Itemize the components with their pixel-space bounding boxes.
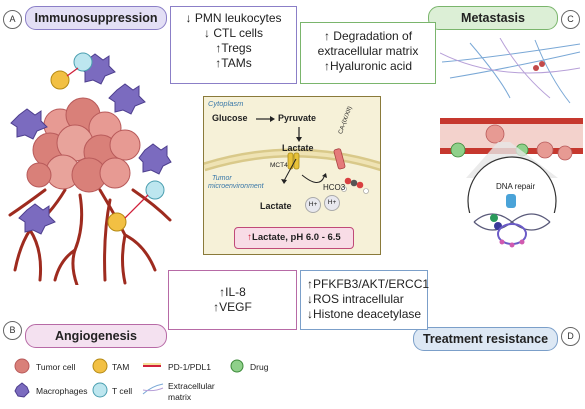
legend-tumor-cell: Tumor cell [36, 362, 76, 372]
legend-ecm-line1: Extracellular [168, 381, 215, 391]
lactate-ph-badge: ↑Lactate, pH 6.0 - 6.5 [234, 227, 354, 249]
panel-d-line-1: ↑PFKFB3/AKT/ERCC1 [307, 277, 430, 291]
lactate-ph-text: Lactate, pH 6.0 - 6.5 [252, 232, 341, 243]
panel-a-title: Immunosuppression [25, 6, 167, 30]
legend-ecm-line2: matrix [168, 392, 192, 402]
lactate-top-label: Lactate [282, 143, 314, 153]
metastasis-illustration [440, 38, 583, 213]
panel-d-line-3: ↓Histone deacetylase [307, 307, 422, 321]
panel-b-box: ↑IL-8 ↑VEGF [168, 270, 297, 330]
panel-b-title: Angiogenesis [25, 324, 167, 348]
panel-a-box: ↓ PMN leukocytes ↓ CTL cells ↑Tregs ↑TAM… [170, 6, 297, 84]
panel-c-line-3: ↑Hyaluronic acid [323, 59, 413, 73]
glucose-label: Glucose [212, 113, 248, 123]
legend-pd1: PD-1/PDL1 [168, 362, 211, 372]
hco3-label: HCO3 [323, 183, 346, 192]
drug-icon [230, 359, 244, 373]
panel-d-title: Treatment resistance [413, 327, 558, 351]
mct4-label: MCT4 [270, 162, 288, 169]
panel-a-line-2: ↓ CTL cells [204, 26, 263, 40]
membrane-illustration [204, 116, 380, 194]
panel-b-line-1: ↑IL-8 [219, 285, 246, 299]
panel-b-letter: B [3, 321, 22, 340]
legend-tam: TAM [112, 362, 130, 372]
macrophage-icon [14, 382, 30, 398]
tme-label-line1: Tumor [212, 175, 232, 182]
panel-d-letter: D [561, 327, 580, 346]
legend-drug: Drug [250, 362, 269, 372]
tumor-illustration [8, 52, 172, 285]
tme-label-line2: microenvironment [208, 183, 264, 190]
panel-c-title: Metastasis [428, 6, 558, 30]
cytoplasm-label: Cytoplasm [208, 99, 244, 108]
panel-a-line-3: ↑Tregs [215, 41, 252, 55]
lactate-bottom-label: Lactate [260, 201, 292, 211]
dna-repair-illustration [473, 194, 551, 248]
proton-2: H+ [324, 195, 340, 211]
tumor-cell-icon [14, 358, 30, 374]
tcell-icon [92, 382, 108, 398]
panel-d-box: ↑PFKFB3/AKT/ERCC1 ↓ROS intracellular ↓Hi… [300, 270, 430, 330]
panel-a-letter: A [3, 10, 22, 29]
center-metabolism-panel: Cytoplasm Glucose Pyruvate Lactate MCT4 … [203, 96, 381, 255]
dna-repair-label: DNA repair [496, 182, 536, 191]
up-arrow-icon: ↑ [247, 232, 253, 243]
proton-1: H+ [305, 197, 321, 213]
legend-macrophages: Macrophages [36, 386, 88, 396]
pd1-pdl1-icon [143, 363, 161, 367]
panel-a-line-1: ↓ PMN leukocytes [185, 11, 282, 25]
pyruvate-label: Pyruvate [278, 113, 317, 123]
tam-icon [92, 358, 108, 374]
ecm-icon [142, 383, 164, 395]
panel-c-box: ↑ Degradation of extracellular matrix ↑H… [300, 22, 436, 84]
panel-c-line-2: extracellular matrix [317, 44, 419, 58]
panel-a-line-4: ↑TAMs [215, 56, 252, 70]
legend-tcell: T cell [112, 386, 133, 396]
panel-d-line-2: ↓ROS intracellular [307, 292, 404, 306]
panel-b-line-2: ↑VEGF [213, 300, 252, 314]
panel-c-line-1: ↑ Degradation of [323, 29, 413, 43]
panel-c-letter: C [561, 10, 580, 29]
